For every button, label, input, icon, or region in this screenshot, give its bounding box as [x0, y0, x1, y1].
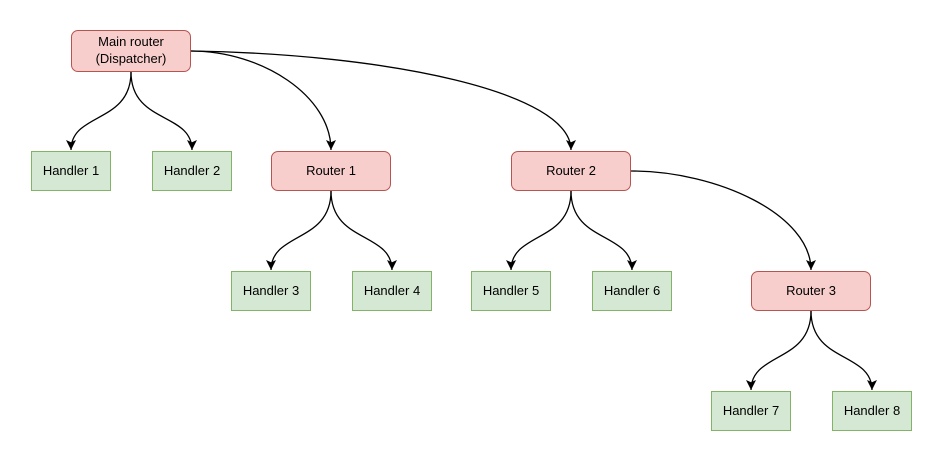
edge-main-router-to-handler-1 — [66, 71, 132, 151]
edge-main-router-to-router-1 — [190, 50, 336, 151]
node-router-1[interactable]: Router 1 — [271, 151, 391, 191]
edge-router-1-to-handler-3 — [266, 190, 332, 271]
edge-router-3-to-handler-7 — [746, 310, 812, 391]
edge-router-3-to-handler-8 — [810, 310, 877, 391]
node-handler-5[interactable]: Handler 5 — [471, 271, 551, 311]
node-handler-4[interactable]: Handler 4 — [352, 271, 432, 311]
node-handler-1[interactable]: Handler 1 — [31, 151, 111, 191]
node-main-router[interactable]: Main router (Dispatcher) — [71, 30, 191, 72]
edge-main-router-to-router-2 — [190, 50, 576, 151]
node-handler-8[interactable]: Handler 8 — [832, 391, 912, 431]
node-router-3[interactable]: Router 3 — [751, 271, 871, 311]
edge-router-2-to-handler-5 — [506, 190, 572, 271]
edge-router-2-to-handler-6 — [570, 190, 637, 271]
edge-router-2-to-router-3 — [630, 170, 816, 271]
node-handler-7[interactable]: Handler 7 — [711, 391, 791, 431]
node-handler-2[interactable]: Handler 2 — [152, 151, 232, 191]
node-router-2[interactable]: Router 2 — [511, 151, 631, 191]
edge-router-1-to-handler-4 — [330, 190, 397, 271]
edge-main-router-to-handler-2 — [130, 71, 197, 151]
node-handler-6[interactable]: Handler 6 — [592, 271, 672, 311]
node-handler-3[interactable]: Handler 3 — [231, 271, 311, 311]
